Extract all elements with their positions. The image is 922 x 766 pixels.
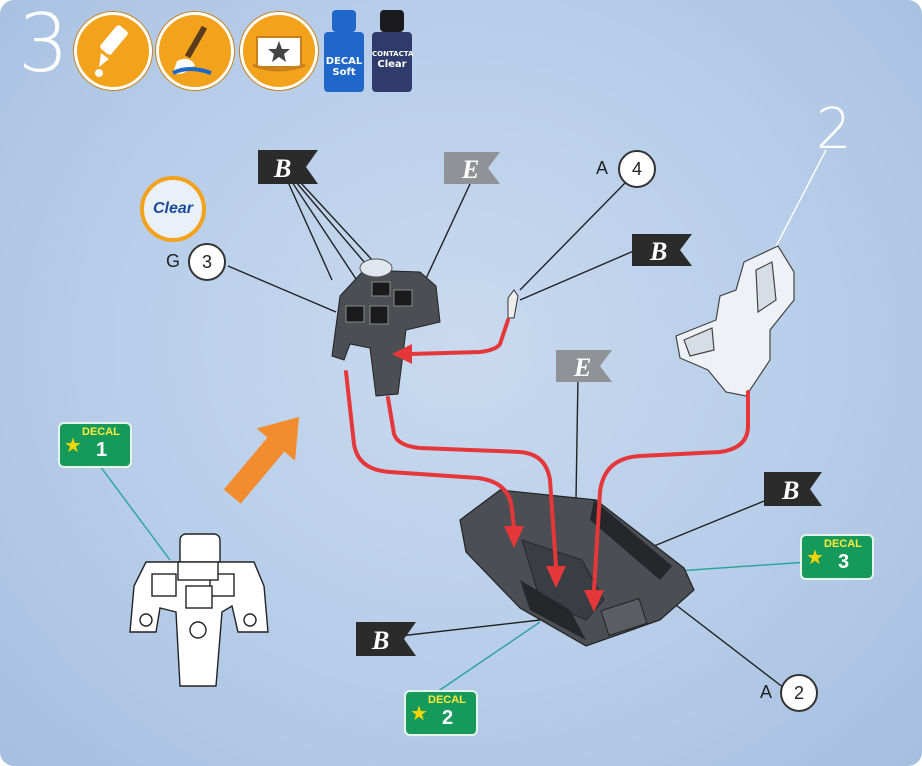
leader-line xyxy=(672,602,784,688)
leader-line xyxy=(288,182,332,280)
part-ref-number: 4 xyxy=(618,150,656,188)
paint-flag: B xyxy=(258,150,318,184)
decal-badge-label: DECAL xyxy=(82,426,120,438)
control-stick-part xyxy=(508,290,518,318)
paint-flag: B xyxy=(356,622,416,656)
part-ref-number: 2 xyxy=(780,674,818,712)
paint-flag-letter: B xyxy=(371,626,389,655)
part-ref-sprue: A xyxy=(596,158,608,179)
decal-badge-label: DECAL xyxy=(824,538,862,550)
leader-line xyxy=(100,466,170,560)
decal-badge-3: ★ DECAL 3 xyxy=(800,534,874,580)
paint-flag: E xyxy=(444,152,500,184)
leader-line xyxy=(770,150,826,258)
leader-line xyxy=(520,182,626,290)
cockpit-tub-part xyxy=(460,490,694,646)
paint-flag: B xyxy=(764,472,822,506)
leader-line xyxy=(434,622,540,694)
leader-line xyxy=(228,266,336,312)
decal-badge-1: ★ DECAL 1 xyxy=(58,422,132,468)
paint-flag-letter: B xyxy=(273,154,291,183)
paint-flag-letter: B xyxy=(649,237,667,266)
pilot-seat-part xyxy=(676,246,794,396)
part-ref-number: 3 xyxy=(188,243,226,281)
paint-flag-letter: E xyxy=(573,353,591,382)
star-icon: ★ xyxy=(806,545,824,570)
paint-flag: E xyxy=(556,350,612,382)
orientation-arrow xyxy=(213,401,318,513)
paint-flag: B xyxy=(632,234,692,266)
leader-line xyxy=(292,182,358,282)
reference-panel-outline xyxy=(130,534,268,686)
decal-badge-2: ★ DECAL 2 xyxy=(404,690,478,736)
decal-badge-number: 2 xyxy=(442,707,453,730)
leader-line xyxy=(520,250,636,300)
decal-badge-number: 3 xyxy=(838,551,849,574)
star-icon: ★ xyxy=(64,433,82,458)
leader-line xyxy=(400,620,540,636)
part-ref-sprue: A xyxy=(760,682,772,703)
paint-flag-letter: E xyxy=(461,155,479,184)
paint-flag-letter: B xyxy=(781,476,799,505)
leader-line xyxy=(576,376,578,500)
part-ref-sprue: G xyxy=(166,251,180,272)
decal-badge-number: 1 xyxy=(96,439,107,462)
decal-badge-label: DECAL xyxy=(428,694,466,706)
star-icon: ★ xyxy=(410,701,428,726)
